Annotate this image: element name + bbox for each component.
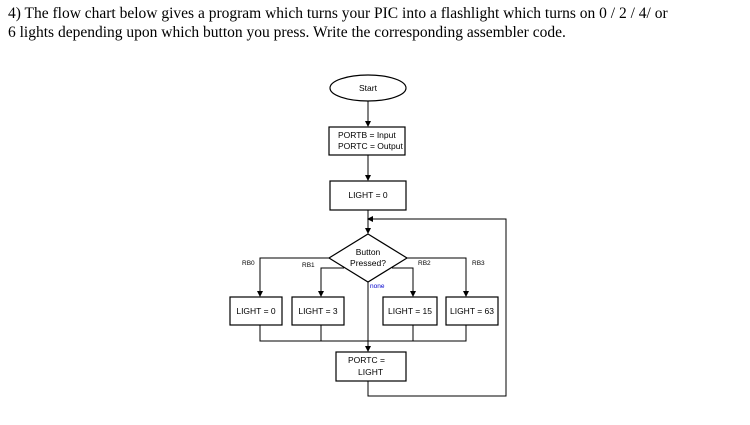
question-line-2: 6 lights depending upon which button you… [8,24,566,41]
start-label: Start [359,83,378,93]
light-rb2-label: LIGHT = 15 [388,306,432,316]
edge-none-label: none [370,283,385,290]
edge-rb2-label: RB2 [418,260,431,267]
edge-rb1 [318,267,344,297]
init-portb-label: PORTB = Input [338,130,396,140]
edge-rb3-label: RB3 [472,260,485,267]
merge-rb0 [259,325,368,342]
light-init-box [329,180,407,211]
light-rb3-box [445,296,499,326]
light-rb2-box [382,296,438,326]
merge-rb3 [368,325,467,342]
output-label-line-2: LIGHT [358,367,383,377]
output-label-line-1: PORTC = [348,355,385,365]
light-rb3-label: LIGHT = 63 [450,306,494,316]
edge-rb3 [407,257,469,297]
edge-rb2 [392,267,416,297]
loop-back-edge [367,216,507,397]
light-rb0-label: LIGHT = 0 [236,306,276,316]
light-init-label: LIGHT = 0 [348,190,388,200]
light-rb1-label: LIGHT = 3 [298,306,338,316]
decision-label-line-2: Pressed? [350,258,386,268]
edge-rb1-label: RB1 [302,262,315,269]
question-text: 4) The flow chart below gives a program … [8,4,743,42]
output-box [335,351,407,382]
light-rb1-box [291,296,345,326]
init-ports-box [328,126,406,156]
light-rb0-box [229,296,283,326]
edge-rb0 [257,257,329,297]
edge-rb0-label: RB0 [242,260,255,267]
init-portc-label: PORTC = Output [338,141,403,151]
question-line-1: 4) The flow chart below gives a program … [8,5,668,22]
decision-label-line-1: Button [356,247,381,257]
